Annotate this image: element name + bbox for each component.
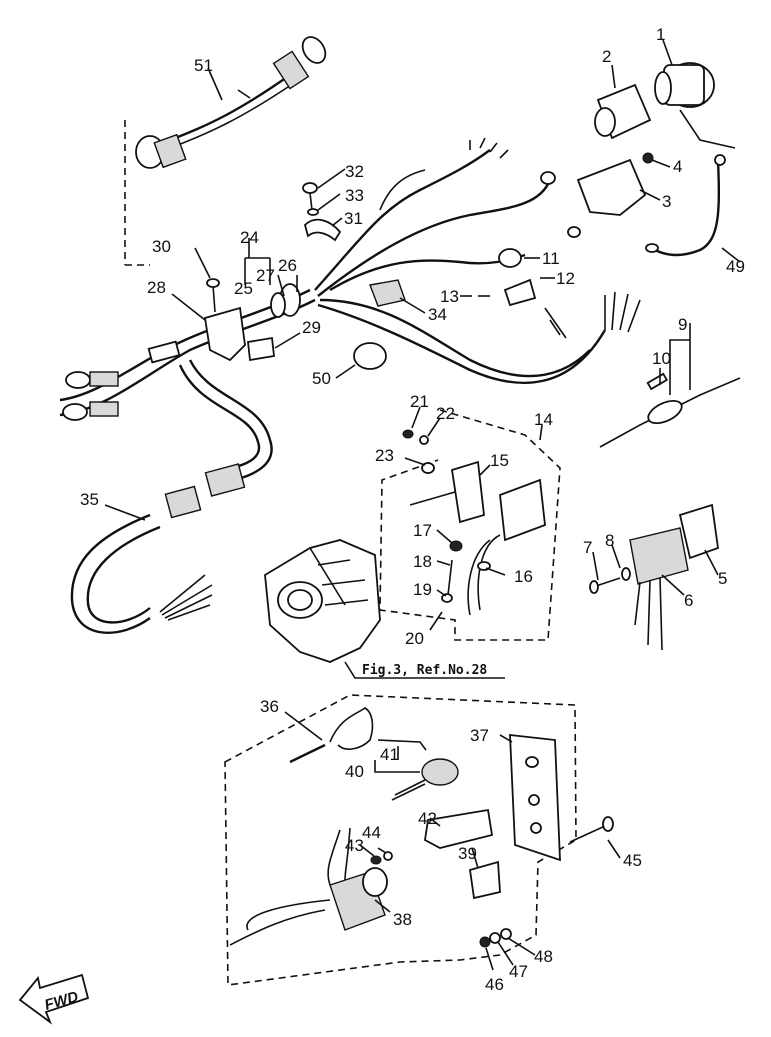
part-2-relay-holder <box>594 83 652 140</box>
label-13: 13 <box>440 287 459 306</box>
label-50: 50 <box>312 369 331 388</box>
part-49-cable <box>645 154 726 257</box>
label-6: 6 <box>684 591 693 610</box>
part-3-bracket <box>576 158 647 216</box>
label-39: 39 <box>458 844 477 863</box>
fwd-arrow-icon: FWD <box>18 973 90 1025</box>
label-48: 48 <box>534 947 553 966</box>
leader-lines <box>104 39 741 971</box>
part-15-rectifier <box>499 478 546 542</box>
parts-17-19-fasteners <box>402 429 463 603</box>
label-40: 40 <box>345 762 364 781</box>
part-5-bracket <box>678 503 719 560</box>
label-14: 14 <box>534 410 553 429</box>
part-39-switch <box>468 860 501 900</box>
label-47: 47 <box>509 962 528 981</box>
label-2: 2 <box>602 47 611 66</box>
main-harness <box>59 137 641 421</box>
label-21: 21 <box>410 392 429 411</box>
label-46: 46 <box>485 975 504 994</box>
label-16: 16 <box>514 567 533 586</box>
label-43: 43 <box>345 836 364 855</box>
label-51: 51 <box>194 56 213 75</box>
part-37-plate <box>509 733 561 862</box>
label-24: 24 <box>240 228 259 247</box>
label-3: 3 <box>662 192 671 211</box>
label-29: 29 <box>302 318 321 337</box>
part-1-starter-relay <box>654 62 736 149</box>
part-9-fuse-holder <box>599 377 741 448</box>
label-36: 36 <box>260 697 279 716</box>
label-10: 10 <box>652 349 671 368</box>
part-38-main-switch <box>229 827 388 946</box>
label-9: 9 <box>678 315 687 334</box>
part-41-clip <box>377 739 427 751</box>
label-1: 1 <box>656 25 665 44</box>
part-40-switch <box>391 758 459 801</box>
part-50-cap <box>353 342 387 370</box>
part-14-bracket <box>409 460 485 524</box>
part-51-extension-cable <box>124 36 327 266</box>
label-7: 7 <box>583 538 592 557</box>
part-8-washer <box>621 567 631 581</box>
label-26: 26 <box>278 256 297 275</box>
label-35: 35 <box>80 490 99 509</box>
part-16-wiring <box>467 534 501 616</box>
label-32: 32 <box>345 162 364 181</box>
label-25: 25 <box>234 279 253 298</box>
label-27: 27 <box>256 266 275 285</box>
label-42: 42 <box>418 809 437 828</box>
label-30: 30 <box>152 237 171 256</box>
label-37: 37 <box>470 726 489 745</box>
part-45-bolt <box>569 816 614 843</box>
part-7-bolt <box>589 577 621 594</box>
part-35-cable <box>70 359 273 634</box>
label-17: 17 <box>413 521 432 540</box>
label-28: 28 <box>147 278 166 297</box>
label-31: 31 <box>344 209 363 228</box>
label-49: 49 <box>726 257 745 276</box>
label-23: 23 <box>375 446 394 465</box>
label-33: 33 <box>345 186 364 205</box>
label-5: 5 <box>718 569 727 588</box>
label-8: 8 <box>605 531 614 550</box>
label-15: 15 <box>490 451 509 470</box>
label-12: 12 <box>556 269 575 288</box>
label-4: 4 <box>673 157 682 176</box>
part-6-regulator <box>629 527 689 651</box>
label-22: 22 <box>436 404 455 423</box>
part-10-fuse <box>646 372 669 391</box>
parts-43-44-48-fasteners <box>370 851 512 948</box>
part-42-bracket <box>424 808 494 849</box>
part-4-screw <box>642 152 654 164</box>
label-45: 45 <box>623 851 642 870</box>
switch-panel-box <box>224 694 577 986</box>
label-34: 34 <box>428 305 447 324</box>
rectifier-group-box <box>379 409 561 641</box>
label-11: 11 <box>542 249 560 268</box>
label-18: 18 <box>413 552 432 571</box>
label-38: 38 <box>393 910 412 929</box>
label-19: 19 <box>413 580 432 599</box>
engine-block-reference <box>264 539 381 663</box>
callout-labels: 1 2 3 4 5 6 7 8 9 10 11 12 13 14 15 16 1… <box>80 25 745 994</box>
label-41: 41 <box>380 745 399 764</box>
label-44: 44 <box>362 823 381 842</box>
figure-reference-note: Fig.3, Ref.No.28 <box>362 663 487 678</box>
part-36-engine-stop-lanyard <box>289 707 374 764</box>
label-20: 20 <box>405 629 424 648</box>
